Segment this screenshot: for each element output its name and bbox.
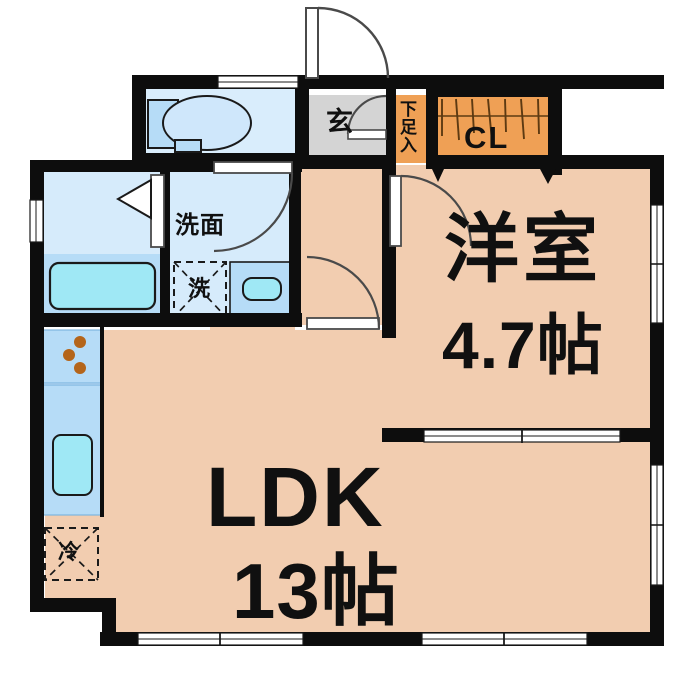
toilet-base-icon xyxy=(174,139,202,153)
bathroom-folding-door[interactable] xyxy=(115,174,165,248)
ldk-south-window-left[interactable] xyxy=(137,632,304,646)
entrance-inner-door[interactable] xyxy=(346,94,387,140)
wall-sw-step-h xyxy=(30,598,116,612)
label-shoe-box: 下足入 xyxy=(397,100,416,154)
wall-north-closet xyxy=(428,75,562,97)
wall-toilet-right xyxy=(295,75,309,167)
floor-fills xyxy=(42,88,650,640)
wall-shoebox-right xyxy=(426,86,438,167)
label-closet: CL xyxy=(464,120,510,155)
wall-entrance-bottom xyxy=(300,155,390,169)
windows xyxy=(29,75,664,646)
ldk-south-window-right[interactable] xyxy=(421,632,588,646)
wall-bath-divider xyxy=(160,166,170,322)
toilet-north-window[interactable] xyxy=(217,75,299,89)
wall-sw-step-v xyxy=(102,598,116,646)
burner-icon xyxy=(74,336,86,348)
wall-wet-bottom xyxy=(30,313,302,327)
ldk-swing-door[interactable] xyxy=(306,255,381,330)
burner-icon xyxy=(74,362,86,374)
toilet-bowl-icon xyxy=(162,95,252,151)
burner-icon xyxy=(63,349,75,361)
label-bedroom-name: 洋室 xyxy=(444,207,603,291)
label-entrance: 玄 xyxy=(326,107,353,137)
door-swings xyxy=(115,6,473,330)
bedroom-swing-door[interactable] xyxy=(389,174,473,247)
label-fridge: 冷 xyxy=(58,541,79,564)
fixtures xyxy=(42,95,558,581)
wall-closet-bottom xyxy=(426,155,562,169)
ldk-floor xyxy=(45,322,650,640)
wall-toilet-left xyxy=(132,75,146,165)
label-washer: 洗 xyxy=(188,276,211,301)
vanity-basin-icon xyxy=(242,277,282,301)
wall-west xyxy=(30,160,44,612)
wall-kitchen-edge xyxy=(100,327,104,517)
toilet-swing-door[interactable] xyxy=(213,161,294,253)
bedroom-ldk-sliding-door[interactable] xyxy=(423,429,621,443)
wall-washroom-right xyxy=(289,166,301,326)
kitchen-sink-basin-icon xyxy=(52,434,93,496)
shoe-box-floor xyxy=(394,95,428,163)
wall-ne-connector2 xyxy=(548,155,664,169)
label-bedroom-area: 4.7帖 xyxy=(442,308,604,382)
entrance-swing-door[interactable] xyxy=(305,6,390,79)
wall-shoebox-left xyxy=(386,86,396,167)
label-ldk-name: LDK xyxy=(206,450,385,544)
bathroom-west-window[interactable] xyxy=(29,199,44,243)
label-ldk-area: 13帖 xyxy=(232,547,400,635)
refrigerator-space-icon xyxy=(44,527,99,581)
wall-ne-connector xyxy=(548,75,664,89)
bedroom-east-window[interactable] xyxy=(650,204,664,324)
label-washroom: 洗面 xyxy=(175,212,225,239)
bathtub-icon xyxy=(48,261,157,311)
ldk-east-window[interactable] xyxy=(650,464,664,586)
wall-east-upper xyxy=(548,75,562,175)
bedroom-floor xyxy=(395,165,650,437)
closet-opening-marks xyxy=(432,169,556,184)
